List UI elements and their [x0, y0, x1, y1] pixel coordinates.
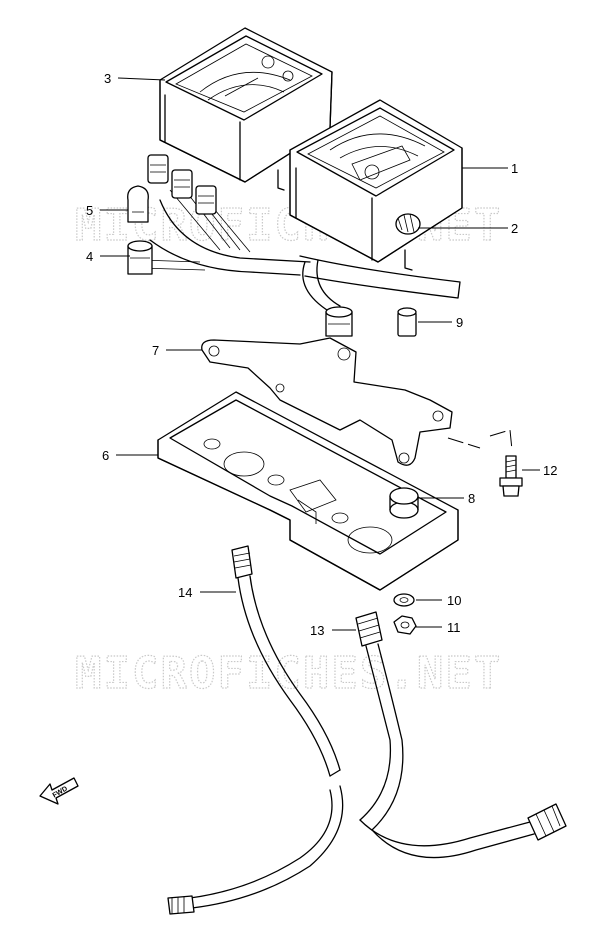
part-7-bracket [201, 337, 453, 466]
callout-4: 4 [86, 249, 93, 264]
callout-8: 8 [468, 491, 475, 506]
bulb-sockets [147, 154, 217, 215]
callout-6: 6 [102, 448, 109, 463]
part-5-bulb [127, 185, 149, 223]
part-4-socket [127, 240, 153, 275]
callout-7: 7 [152, 343, 159, 358]
callout-14: 14 [178, 585, 192, 600]
callout-2: 2 [511, 221, 518, 236]
part-13-cable [355, 611, 567, 859]
part-14-cable [167, 545, 344, 915]
fwd-label: FWD [52, 785, 69, 799]
fwd-arrow: FWD [39, 777, 79, 805]
lower-socket [325, 306, 353, 337]
callout-3: 3 [104, 71, 111, 86]
watermark-bottom: MICROFICHES.NET [75, 648, 502, 699]
leader-lines [100, 77, 540, 631]
callout-numbers: 3 1 2 5 4 9 7 6 8 12 10 11 13 14 [86, 71, 557, 638]
part-10-washer [393, 593, 415, 607]
callout-9: 9 [456, 315, 463, 330]
callout-1: 1 [511, 161, 518, 176]
part-2-reset-knob [395, 213, 421, 235]
callout-13: 13 [310, 623, 324, 638]
part-8-grommet [389, 487, 419, 519]
part-11-nut [393, 615, 417, 635]
part-12-bolt [499, 455, 523, 497]
part-6-lower-case [157, 391, 459, 591]
callout-11: 11 [447, 620, 461, 635]
callout-5: 5 [86, 203, 93, 218]
callout-12: 12 [543, 463, 557, 478]
part-9-spacer [397, 307, 417, 337]
callout-10: 10 [447, 593, 461, 608]
